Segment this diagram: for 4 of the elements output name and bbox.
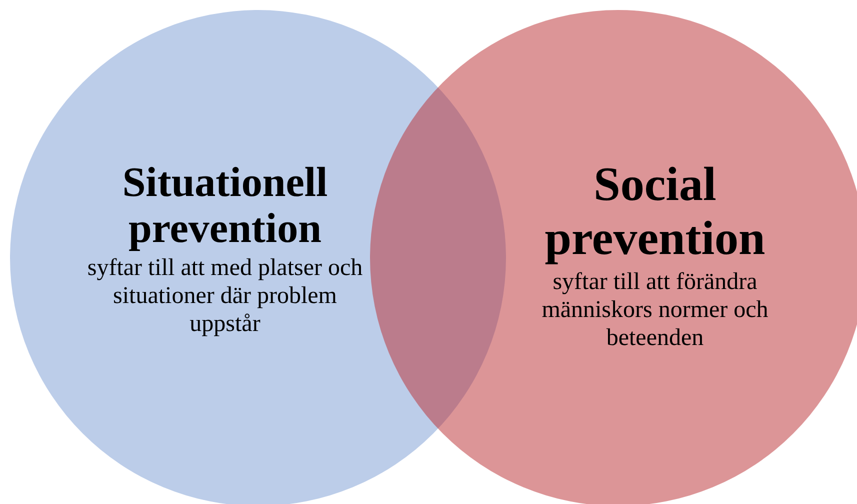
- circle-heading: Social prevention: [544, 158, 766, 266]
- circle-description: syftar till att med platser och situationer där problem uppstår: [86, 254, 364, 338]
- circle-heading: Situationell prevention: [121, 160, 329, 252]
- circle-description: syftar till att förändra människors normer och beteenden: [540, 268, 770, 352]
